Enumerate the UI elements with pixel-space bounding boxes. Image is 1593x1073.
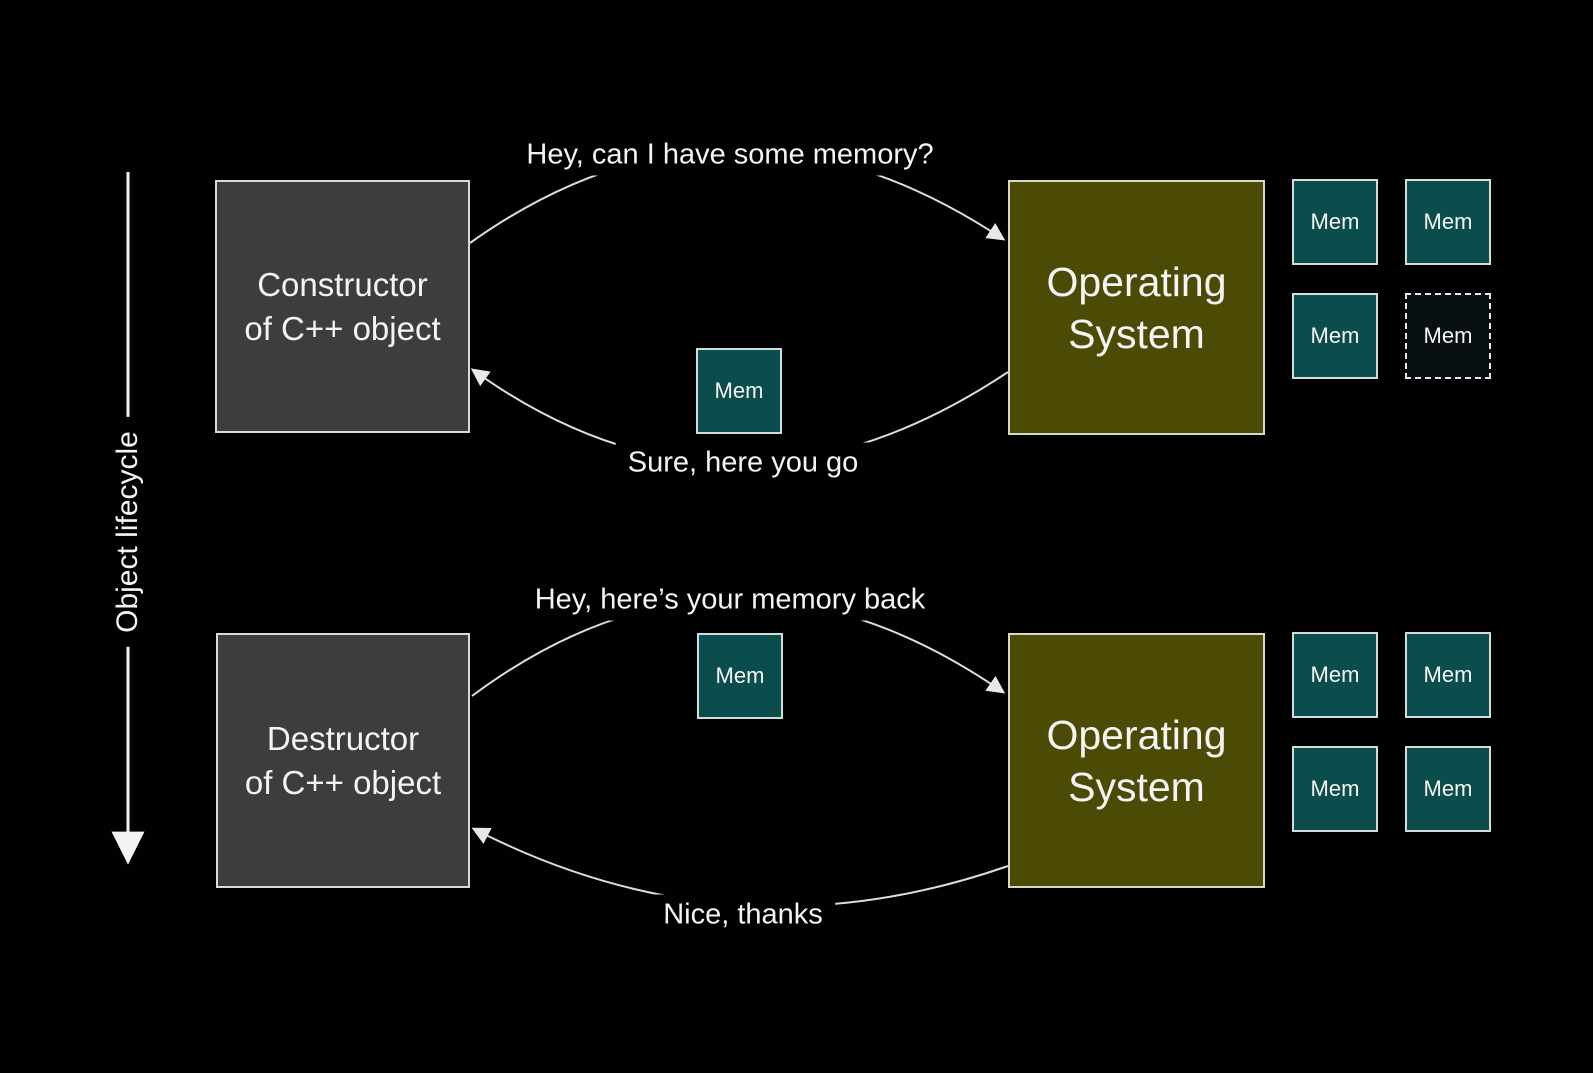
os-top-label-line2: System (1068, 310, 1205, 357)
os-box-top: Operating System (1008, 180, 1265, 435)
pool-mem-box: Mem (1292, 293, 1378, 379)
mem-label: Mem (715, 663, 765, 688)
pool-mem-box-handed-out: Mem (1405, 293, 1491, 379)
transferred-mem-box-top: Mem (696, 348, 782, 434)
pool-mem-box: Mem (1405, 632, 1491, 718)
destructor-box: Destructor of C++ object (216, 633, 470, 888)
lifecycle-axis-label: Object lifecycle (103, 417, 153, 647)
return-memory-label: Hey, here’s your memory back (522, 579, 938, 621)
mem-label: Mem (1310, 209, 1360, 234)
os-box-bottom: Operating System (1008, 633, 1265, 888)
pool-mem-box: Mem (1292, 746, 1378, 832)
destructor-label-line1: Destructor (266, 719, 420, 757)
os-bottom-label-line1: Operating (1046, 711, 1227, 758)
thanks-label: Nice, thanks (651, 894, 835, 936)
pool-mem-box: Mem (1292, 632, 1378, 718)
mem-label: Mem (1310, 662, 1360, 687)
mem-label: Mem (1423, 323, 1473, 348)
os-bottom-label-line2: System (1068, 763, 1205, 810)
mem-label: Mem (1310, 776, 1360, 801)
request-memory-label: Hey, can I have some memory? (514, 134, 946, 176)
mem-label: Mem (1423, 662, 1473, 687)
mem-label: Mem (1423, 209, 1473, 234)
constructor-label-line1: Constructor (257, 265, 428, 303)
transferred-mem-box-bottom: Mem (697, 633, 783, 719)
mem-label: Mem (714, 378, 764, 403)
grant-memory-label: Sure, here you go (615, 442, 871, 484)
constructor-label-line2: of C++ object (244, 309, 441, 347)
mem-label: Mem (1310, 323, 1360, 348)
pool-mem-box: Mem (1292, 179, 1378, 265)
pool-mem-box: Mem (1405, 746, 1491, 832)
destructor-label-line2: of C++ object (244, 763, 442, 801)
constructor-box: Constructor of C++ object (215, 180, 470, 433)
pool-mem-box: Mem (1405, 179, 1491, 265)
mem-label: Mem (1423, 776, 1473, 801)
os-top-label-line1: Operating (1046, 258, 1227, 305)
